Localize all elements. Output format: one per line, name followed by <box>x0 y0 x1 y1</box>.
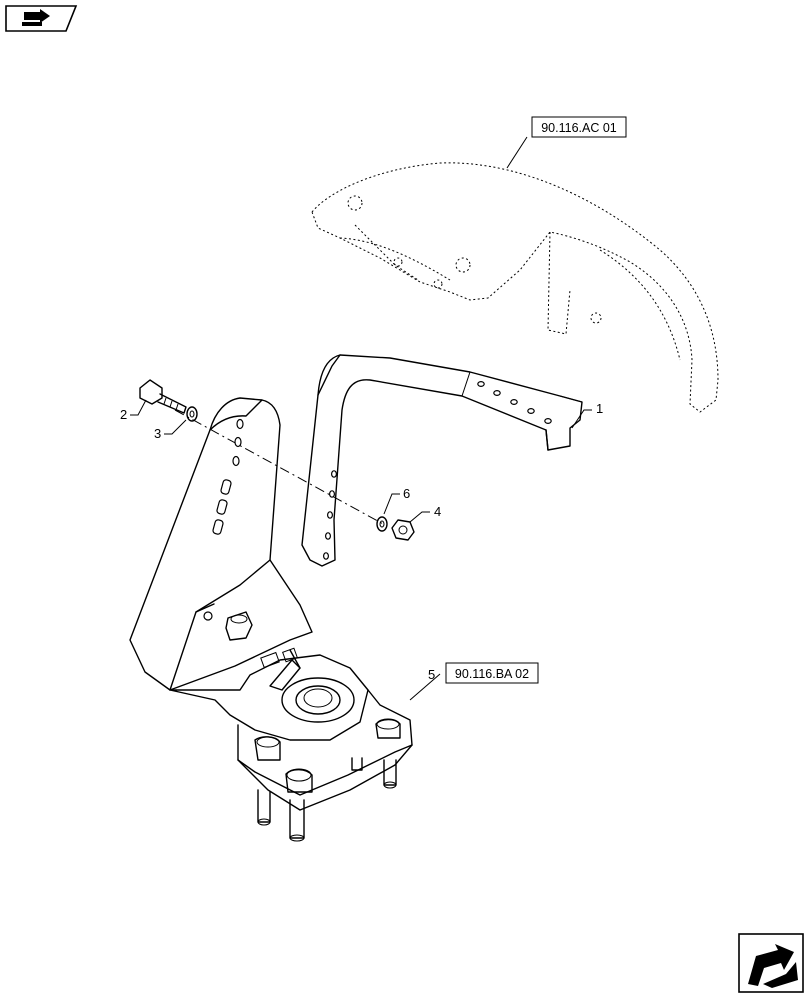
leader-line <box>506 136 528 169</box>
svg-text:1: 1 <box>596 401 603 416</box>
nut <box>391 519 415 541</box>
svg-text:4: 4 <box>434 504 441 519</box>
washer <box>186 406 198 422</box>
support-bracket <box>301 354 583 567</box>
washer-nut-side <box>376 516 388 532</box>
suspension-base <box>169 647 413 842</box>
callout-3: 3 <box>154 419 187 441</box>
back-navigation-icon[interactable] <box>5 5 78 32</box>
reference-label: 90.116.BA 02 <box>455 667 529 681</box>
svg-text:2: 2 <box>120 407 127 422</box>
callout-1: 1 <box>571 401 603 429</box>
reference-box-suspension[interactable]: 90.116.BA 02 <box>445 662 539 684</box>
callout-2: 2 <box>120 399 147 422</box>
svg-text:5: 5 <box>428 667 435 682</box>
fender-outline <box>311 162 719 413</box>
next-page-icon[interactable] <box>738 933 804 993</box>
reference-label: 90.116.AC 01 <box>541 121 617 135</box>
callout-5: 5 <box>428 667 435 682</box>
reference-box-fender[interactable]: 90.116.AC 01 <box>531 116 627 138</box>
mounting-bracket <box>129 397 313 691</box>
svg-text:6: 6 <box>403 486 410 501</box>
svg-text:3: 3 <box>154 426 161 441</box>
bolt <box>139 379 187 414</box>
callout-6: 6 <box>383 486 410 515</box>
callout-4: 4 <box>409 504 441 523</box>
leader-line <box>409 673 441 701</box>
